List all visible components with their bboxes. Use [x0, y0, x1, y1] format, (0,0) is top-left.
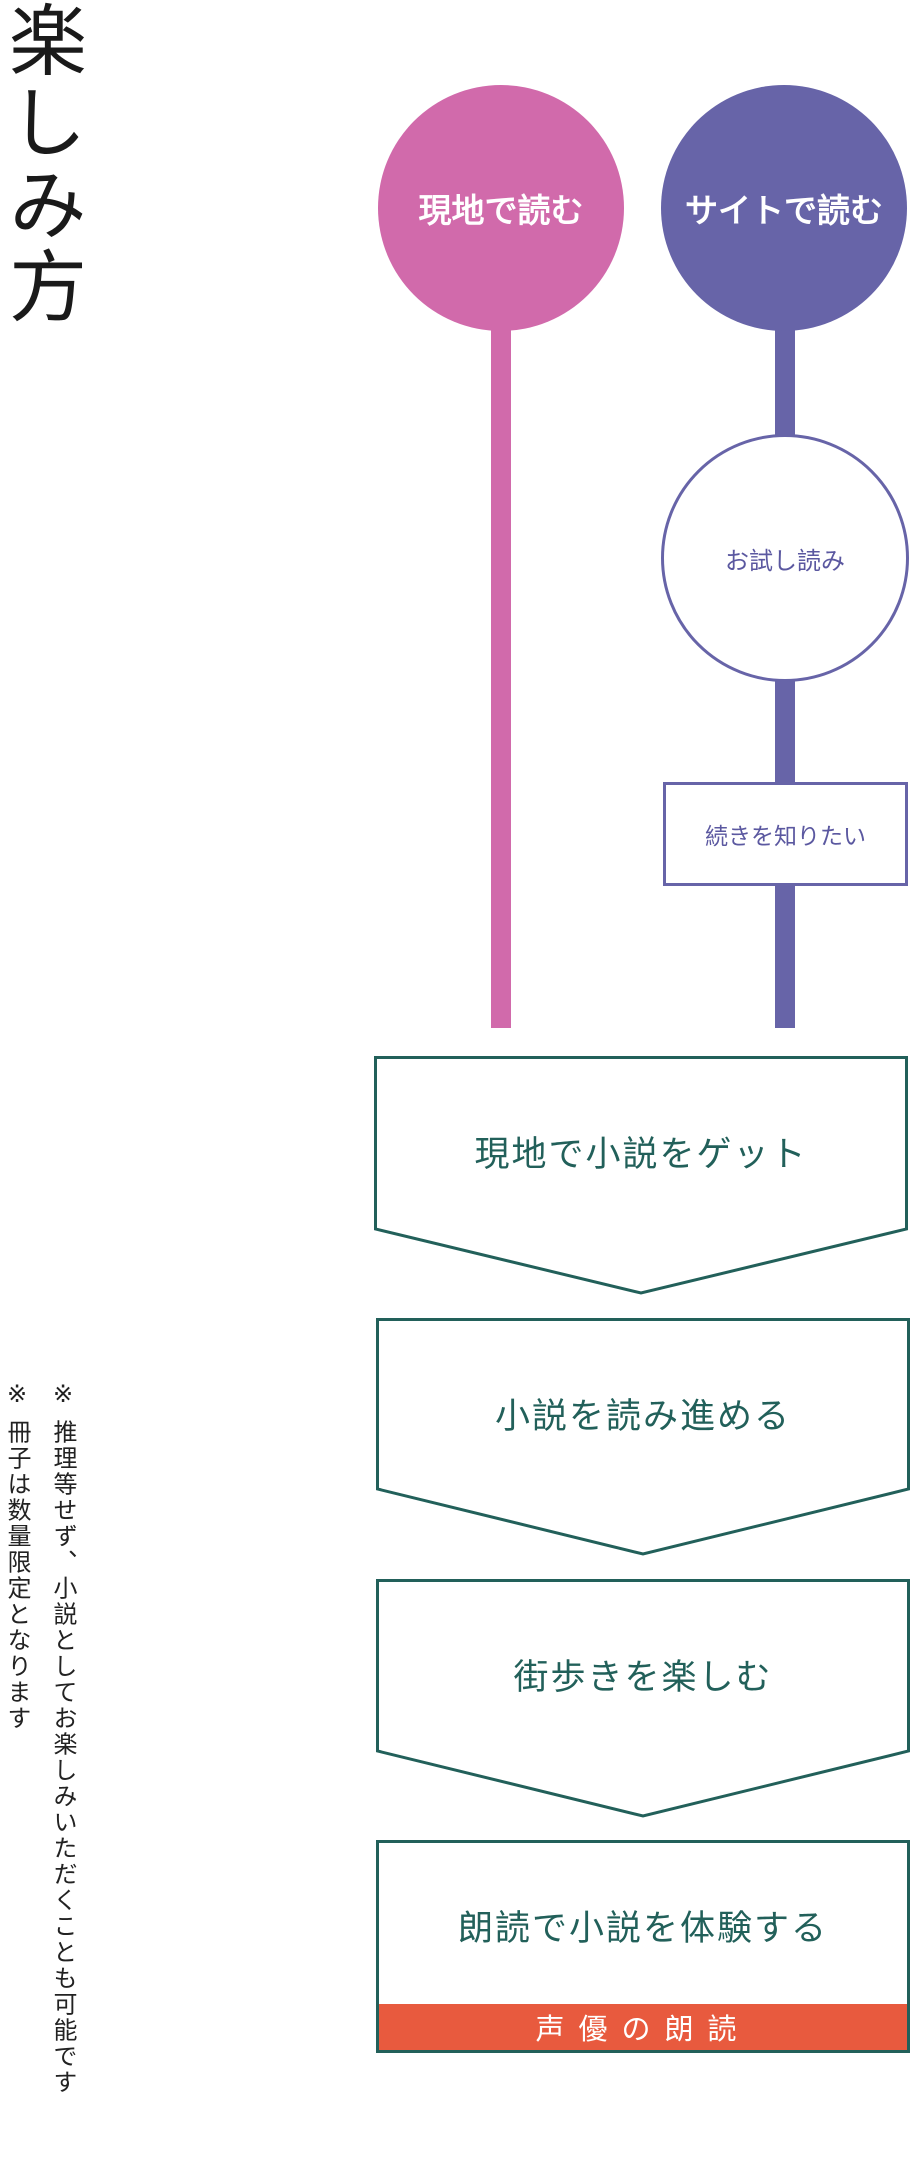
step-city-walk: 街歩きを楽しむ — [376, 1579, 910, 1819]
step-city-walk-arrow-shape — [376, 1579, 910, 1818]
step-city-walk-label: 街歩きを楽しむ — [513, 1658, 773, 1698]
onsite-read-label: 現地で読む — [418, 191, 584, 230]
step-recital: 朗読で小説を体験する 声優の朗読 — [376, 1840, 910, 2053]
step-get-novel-arrow-shape — [374, 1056, 908, 1295]
online-read-circle[interactable]: サイトで読む — [661, 85, 907, 331]
step-read-novel-arrow-shape — [376, 1318, 910, 1556]
step-read-novel: 小説を読み進める — [376, 1318, 910, 1558]
note-limited-quantity: ※ 冊子は数量限定となります — [3, 1380, 31, 1732]
step-read-novel-label: 小説を読み進める — [494, 1397, 791, 1437]
onsite-path-line — [491, 300, 511, 1028]
voice-actor-recital-label: 声優の朗読 — [535, 2012, 751, 2046]
continue-reading-box[interactable]: 続きを知りたい — [663, 782, 908, 886]
onsite-read-circle[interactable]: 現地で読む — [378, 85, 624, 331]
continue-reading-label: 続きを知りたい — [705, 824, 866, 850]
voice-actor-recital-badge: 声優の朗読 — [379, 2004, 907, 2050]
page-title: 楽しみ方 — [0, 0, 86, 328]
online-read-label: サイトで読む — [685, 191, 883, 230]
trial-read-label: お試し読み — [725, 546, 845, 575]
note-reasoning-optional: ※ 推理等せず、小説としてお楽しみいただくことも可能です — [49, 1380, 77, 2096]
step-get-novel-label: 現地で小説をゲット — [474, 1135, 808, 1175]
step-get-novel: 現地で小説をゲット — [374, 1056, 908, 1296]
trial-read-circle[interactable]: お試し読み — [661, 434, 909, 682]
step-recital-label: 朗読で小説を体験する — [457, 1909, 828, 1949]
